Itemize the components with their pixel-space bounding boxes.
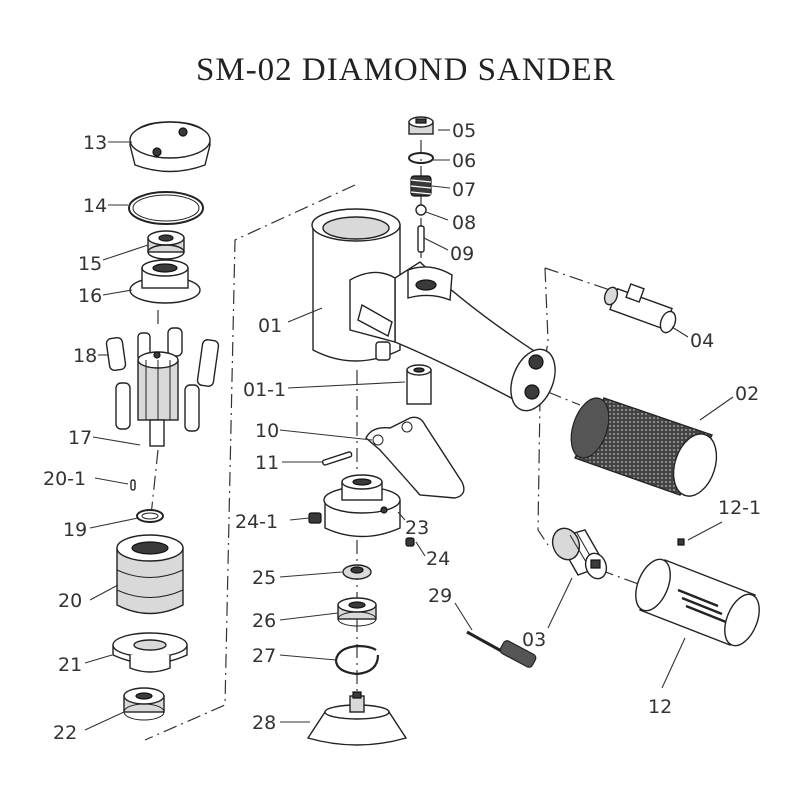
label-15: 15: [78, 253, 102, 275]
part-02-grip-sleeve: [570, 397, 718, 497]
label-11: 11: [255, 452, 279, 474]
part-15-bearing: [147, 230, 185, 260]
diagram-title: SM-02 DIAMOND SANDER: [196, 52, 616, 88]
part-24-screw: [405, 537, 415, 547]
part-04-inlet-valve: [603, 283, 677, 334]
part-labels: 13 14 15 16 18 17 20-1 19 20 21 22 05 06…: [43, 120, 761, 744]
label-13: 13: [83, 132, 107, 154]
label-10: 10: [255, 420, 279, 442]
part-28-sanding-pad: [306, 691, 408, 746]
label-20: 20: [58, 590, 82, 612]
label-23: 23: [405, 517, 429, 539]
part-25-nut: [342, 564, 372, 580]
part-22-bearing: [123, 687, 165, 721]
label-16: 16: [78, 285, 102, 307]
label-22: 22: [53, 722, 77, 744]
part-18-vanes: [105, 327, 220, 432]
label-05: 05: [452, 120, 476, 142]
label-24-1: 24-1: [235, 511, 278, 533]
label-08: 08: [452, 212, 476, 234]
part-20-1-pin: [130, 479, 136, 491]
label-21: 21: [58, 654, 82, 676]
part-17-rotor: [137, 351, 179, 447]
part-21-front-plate: [112, 632, 188, 673]
label-24: 24: [426, 548, 450, 570]
label-07: 07: [452, 179, 476, 201]
label-18: 18: [73, 345, 97, 367]
part-13-end-cap: [129, 121, 211, 173]
part-19-ring: [136, 509, 164, 523]
label-01: 01: [258, 315, 282, 337]
label-29: 29: [428, 585, 452, 607]
label-14: 14: [83, 195, 107, 217]
label-02: 02: [735, 383, 759, 405]
part-23-spindle-housing: [323, 474, 401, 538]
part-29-pin-wrench: [466, 630, 537, 668]
part-16-rear-plate: [129, 259, 201, 304]
label-25: 25: [252, 567, 276, 589]
label-06: 06: [452, 150, 476, 172]
label-20-1: 20-1: [43, 468, 86, 490]
label-12-1: 12-1: [718, 497, 761, 519]
leader-lines: [84, 129, 734, 731]
label-12: 12: [648, 696, 672, 718]
label-09: 09: [450, 243, 474, 265]
part-05-plug: [408, 116, 434, 135]
part-12-muffler: [635, 558, 760, 647]
part-20-cylinder: [116, 534, 184, 615]
label-26: 26: [252, 610, 276, 632]
part-01-1-bushing: [406, 364, 432, 405]
part-08-ball: [415, 204, 427, 216]
part-12-1-screw: [677, 538, 685, 546]
label-03: 03: [522, 629, 546, 651]
label-27: 27: [252, 645, 276, 667]
part-10-lever: [365, 416, 465, 499]
part-24-1-set-screw: [308, 512, 322, 524]
label-19: 19: [63, 519, 87, 541]
part-11-lever-pin: [321, 451, 353, 466]
label-28: 28: [252, 712, 276, 734]
part-01-housing: [311, 208, 556, 412]
part-06-o-ring: [408, 152, 434, 164]
label-17: 17: [68, 427, 92, 449]
label-04: 04: [690, 330, 714, 352]
part-26-bearing: [337, 597, 377, 627]
part-07-spring: [410, 175, 432, 197]
part-14-o-ring: [128, 191, 204, 225]
part-09-valve-pin: [417, 225, 425, 253]
label-01-1: 01-1: [243, 379, 286, 401]
part-03-exhaust-fitting: [551, 527, 608, 580]
